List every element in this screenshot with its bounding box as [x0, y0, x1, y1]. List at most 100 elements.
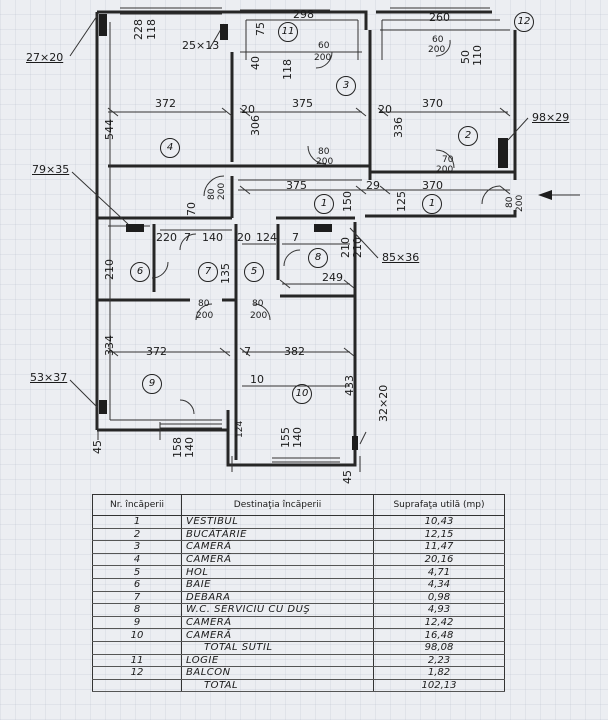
cell-room-number: 3: [92, 540, 182, 554]
cell-room-purpose: Balcon: [181, 666, 374, 680]
dim-50: 50: [459, 50, 472, 64]
legend-row: 11Logie2,23: [92, 654, 505, 668]
callout-85x36: 85×36: [382, 251, 420, 264]
cell-room-number: 10: [92, 628, 182, 642]
cell-room-number: 1: [92, 515, 182, 529]
dim-375: 375: [292, 97, 313, 110]
room-number-5: 5: [244, 262, 264, 282]
header-room-purpose: Destinaţia încăperii: [181, 494, 374, 516]
dim-140: 140: [202, 231, 223, 244]
cell-room-purpose: Cameră: [181, 616, 374, 630]
dim-60a: 60: [318, 41, 330, 51]
vent-shaft: [99, 400, 107, 414]
dim-110: 110: [471, 45, 484, 66]
dim-80b: 80: [207, 188, 217, 200]
cell-usable-area: 4,93: [373, 603, 505, 617]
dim-135: 135: [219, 263, 232, 284]
dim-544: 544: [103, 119, 116, 140]
legend-row: 12Balcon1,82: [92, 666, 505, 680]
cell-room-number: 5: [92, 565, 182, 579]
vent-shaft: [126, 224, 144, 232]
dim-334: 334: [103, 335, 116, 356]
cell-room-purpose: Cameră: [181, 553, 374, 567]
cell-room-purpose: Cameră: [181, 540, 374, 554]
callout-98x29: 98×29: [532, 111, 570, 124]
dim-40a: 40: [249, 56, 262, 70]
dim-20b: 20: [378, 103, 392, 116]
room-number-9: 9: [142, 374, 162, 394]
dim-210b: 210: [351, 237, 364, 258]
cell-usable-area: 4,34: [373, 578, 505, 592]
cell-usable-area: 98,08: [373, 641, 505, 655]
cell-usable-area: 4,71: [373, 565, 505, 579]
dim-118b: 118: [281, 59, 294, 80]
dim-70b: 70: [185, 202, 198, 216]
vent-shaft: [314, 224, 332, 232]
dim-80c: 80: [505, 196, 515, 208]
dim-60b: 60: [432, 35, 444, 45]
outer-wall: [97, 10, 368, 30]
dim-228: 228: [132, 19, 145, 40]
dim-80a: 80: [318, 147, 330, 157]
cell-room-purpose: Debara: [181, 591, 374, 605]
header-room-number: Nr. încăperii: [92, 494, 182, 516]
room-number-4: 4: [160, 138, 180, 158]
dim-372: 372: [155, 97, 176, 110]
dim-125: 125: [395, 191, 408, 212]
room-number-10: 10: [292, 384, 312, 404]
dim-118a: 118: [145, 19, 158, 40]
dim-298: 298: [293, 8, 314, 21]
dim-210c: 210: [103, 259, 116, 280]
dim-20c: 20: [237, 231, 251, 244]
cell-room-purpose: Vestibul: [181, 515, 374, 529]
cell-usable-area: 16,48: [373, 628, 505, 642]
dim-140c: 140: [291, 427, 304, 448]
entry-arrow-head: [538, 190, 552, 200]
legend-row: 2Bucătărie12,15: [92, 528, 505, 542]
dim-45a: 45: [91, 440, 104, 454]
dim-200c: 200: [316, 157, 334, 167]
cell-room-number: 4: [92, 553, 182, 567]
cell-room-number: [92, 679, 182, 693]
room-number-1: 1: [314, 194, 334, 214]
dim-382: 382: [284, 345, 305, 358]
cell-room-number: 6: [92, 578, 182, 592]
dim-200g: 200: [196, 311, 214, 321]
dim-200a: 200: [314, 53, 332, 63]
cell-room-number: 12: [92, 666, 182, 680]
header-usable-area: Suprafaţa utilă (mp): [373, 494, 505, 516]
dim-433: 433: [343, 375, 356, 396]
dim-75: 75: [254, 22, 267, 36]
cell-usable-area: 12,42: [373, 616, 505, 630]
legend-body: 1Vestibul10,432Bucătărie12,153Cameră11,4…: [92, 515, 505, 693]
dim-158: 158: [171, 437, 184, 458]
cell-room-purpose: Total: [181, 679, 374, 693]
legend-total-row: Total102,13: [92, 679, 505, 693]
vent-shaft: [498, 138, 508, 168]
room-number-8: 8: [308, 248, 328, 268]
callout-79x35: 79×35: [32, 163, 70, 176]
vent-shaft: [220, 24, 228, 40]
cell-usable-area: 1,82: [373, 666, 505, 680]
legend-row: 5Hol4,71: [92, 565, 505, 579]
dim-70a: 70: [442, 155, 454, 165]
legend-row: 7Debara0,98: [92, 591, 505, 605]
room-legend-table: Nr. încăperii Destinaţia încăperii Supra…: [92, 494, 505, 693]
dim-370b: 370: [422, 179, 443, 192]
legend-row: 4Cameră20,16: [92, 553, 505, 567]
dim-80e: 80: [252, 299, 264, 309]
cell-usable-area: 2,23: [373, 654, 505, 668]
dim-29: 29: [366, 179, 380, 192]
room-number-1b: 1: [422, 194, 442, 214]
room-number-6: 6: [130, 262, 150, 282]
callout-53x37: 53×37: [30, 371, 68, 384]
cell-room-number: 11: [92, 654, 182, 668]
cell-room-purpose: Total Sutil: [181, 641, 374, 655]
dim-80d: 80: [198, 299, 210, 309]
legend-row: 8W.C. serviciu cu duş4,93: [92, 603, 505, 617]
vent-shaft: [352, 436, 358, 450]
dim-20a: 20: [241, 103, 255, 116]
legend-header-row: Nr. încăperii Destinaţia încăperii Supra…: [92, 494, 505, 516]
dim-220: 220: [156, 231, 177, 244]
